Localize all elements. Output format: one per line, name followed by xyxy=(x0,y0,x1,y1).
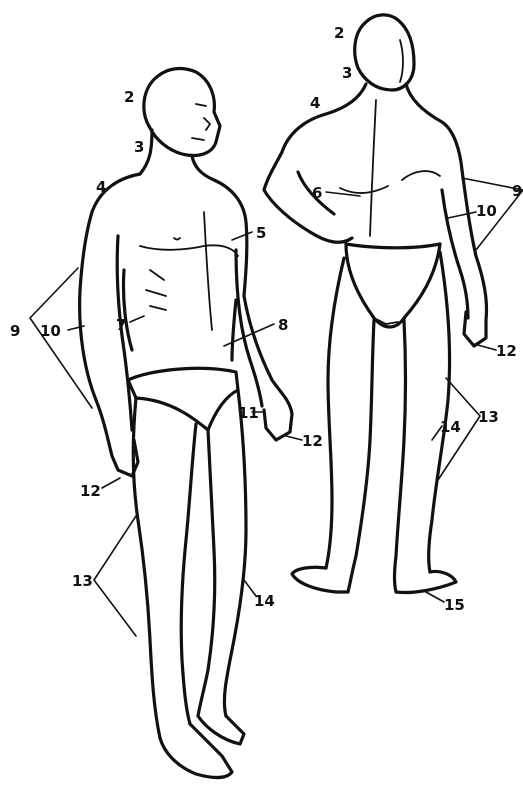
front-label-14: 14 xyxy=(254,592,275,610)
front-label-13: 13 xyxy=(72,572,93,590)
front-label-12-left: 12 xyxy=(80,482,101,500)
back-figure xyxy=(264,15,487,593)
back-label-2: 2 xyxy=(334,24,344,42)
back-label-9: 9 xyxy=(512,182,522,200)
back-label-14: 14 xyxy=(440,418,461,436)
back-label-13: 13 xyxy=(478,408,499,426)
front-label-4: 4 xyxy=(96,178,106,196)
leader-lines xyxy=(30,178,523,636)
front-figure xyxy=(80,69,292,778)
front-label-10: 10 xyxy=(40,322,61,340)
back-label-10: 10 xyxy=(476,202,497,220)
back-labels: 2 3 4 6 9 10 12 13 14 15 xyxy=(310,24,522,614)
front-label-7: 7 xyxy=(116,316,126,334)
front-label-8: 8 xyxy=(278,316,288,334)
front-label-3: 3 xyxy=(134,138,144,156)
front-label-2: 2 xyxy=(124,88,134,106)
front-label-12-right: 12 xyxy=(302,432,323,450)
front-label-9: 9 xyxy=(10,322,20,340)
front-label-11: 11 xyxy=(238,404,259,422)
back-label-3: 3 xyxy=(342,64,352,82)
back-label-15: 15 xyxy=(444,596,465,614)
back-label-12: 12 xyxy=(496,342,517,360)
back-label-4: 4 xyxy=(310,94,320,112)
back-label-6: 6 xyxy=(312,184,322,202)
front-label-5: 5 xyxy=(256,224,266,242)
